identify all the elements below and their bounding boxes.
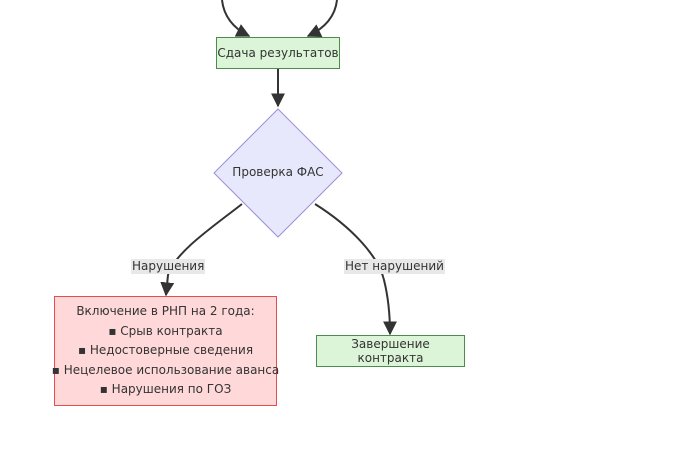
decision-diamond-shape bbox=[213, 108, 343, 238]
node-fas-check-label: Проверка ФАС bbox=[232, 165, 324, 179]
rnp-item: ▪ Недостоверные сведения bbox=[77, 343, 254, 358]
rnp-title: Включение в РНП на 2 года: bbox=[76, 304, 255, 319]
node-submit-results-label: Сдача результатов bbox=[217, 46, 339, 60]
rnp-item: ▪ Нарушения по ГОЗ bbox=[99, 382, 232, 397]
node-submit-results: Сдача результатов bbox=[216, 37, 340, 69]
rnp-item: ▪ Нецелевое использование аванса bbox=[51, 362, 280, 377]
node-contract-completion: Завершение контракта bbox=[316, 335, 465, 367]
node-contract-completion-label: Завершение контракта bbox=[351, 337, 430, 365]
edge-label-violations: Нарушения bbox=[131, 259, 206, 274]
edge-label-no-violations: Нет нарушений bbox=[344, 259, 445, 274]
edge-check-to-completion bbox=[314, 203, 397, 336]
node-rnp-inclusion: Включение в РНП на 2 года: ▪ Срыв контра… bbox=[51, 296, 280, 406]
edge-check-to-rnp bbox=[160, 203, 243, 297]
rnp-item: ▪ Срыв контракта bbox=[108, 323, 223, 338]
edge-incoming-right bbox=[306, 0, 338, 38]
edge-incoming-left bbox=[221, 0, 251, 37]
